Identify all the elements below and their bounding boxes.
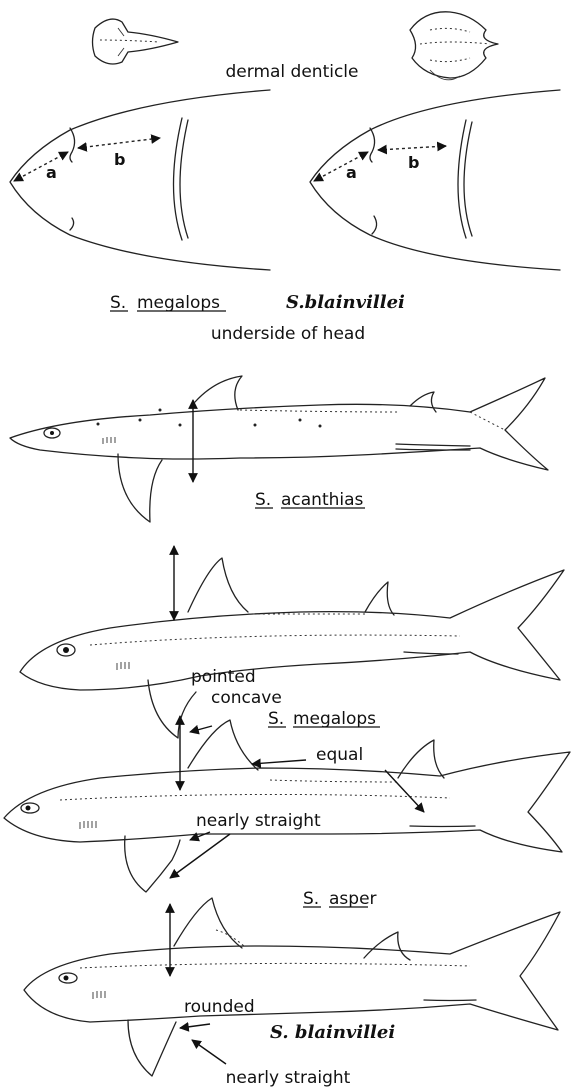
shark-asper xyxy=(4,716,570,892)
megalops-genus: S. xyxy=(268,709,284,729)
head-underside-blainvillei: a b xyxy=(310,90,560,270)
dermal-denticle-label: dermal denticle xyxy=(226,62,359,82)
concave-label: concave xyxy=(211,688,282,708)
denticle-megalops xyxy=(93,19,179,64)
distance-b-label: b xyxy=(114,150,125,169)
pointed-label: pointed xyxy=(191,667,256,687)
blainvillei-species: S. blainvillei xyxy=(270,1022,395,1043)
nearly-straight-label: nearly straight xyxy=(196,811,321,831)
acanthias-species: acanthias xyxy=(281,490,364,510)
asper-genus: S. xyxy=(303,889,319,909)
head-left-species: megalops xyxy=(137,293,220,313)
distance-a-label: a xyxy=(46,163,57,182)
head-right-species: S.blainvillei xyxy=(286,292,405,313)
head-underside-megalops: a b xyxy=(10,90,270,270)
asper-species: asper xyxy=(329,889,377,909)
nearly-straight-label: nearly straight xyxy=(226,1068,351,1088)
distance-b-label: b xyxy=(408,153,419,172)
shark-blainvillei xyxy=(24,898,560,1076)
denticle-blainvillei xyxy=(410,12,498,80)
acanthias-genus: S. xyxy=(255,490,271,510)
head-left-genus: S. xyxy=(110,293,126,313)
shark-acanthias xyxy=(10,376,548,522)
equal-label: equal xyxy=(316,745,363,765)
underside-of-head-label: underside of head xyxy=(211,324,365,344)
megalops-species: megalops xyxy=(293,709,376,729)
shark-megalops xyxy=(20,546,564,738)
distance-a-label: a xyxy=(346,163,357,182)
rounded-label: rounded xyxy=(184,997,255,1017)
